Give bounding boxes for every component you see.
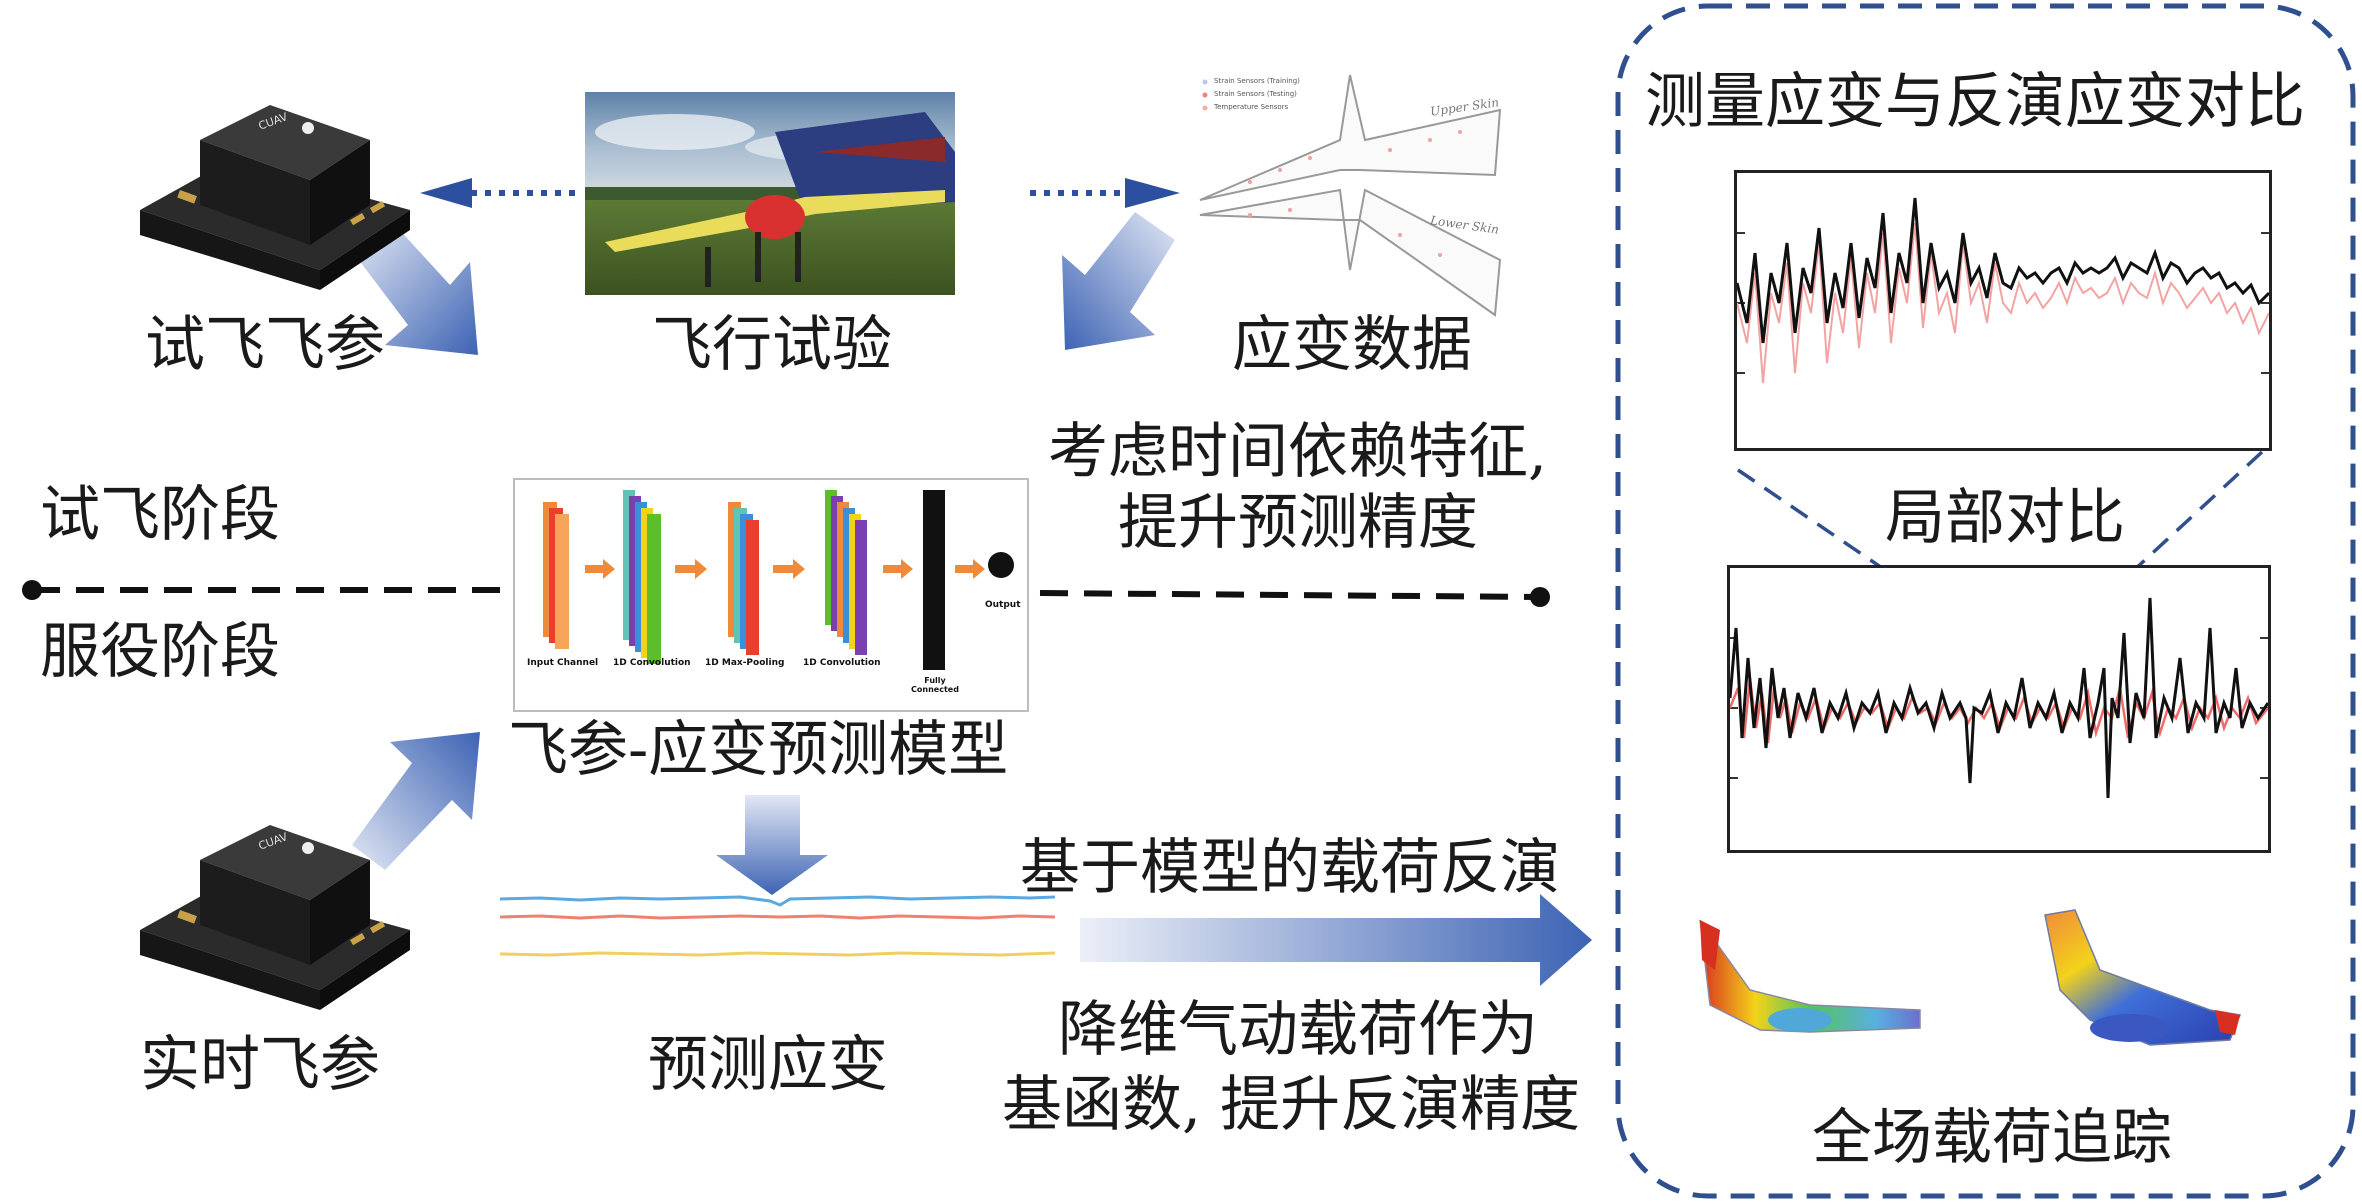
cnn-caption-conv2: 1D Convolution — [803, 658, 881, 668]
legend-training: Strain Sensors (Training) — [1214, 77, 1300, 85]
diag-arrow-strain — [1062, 212, 1175, 350]
flight-controller-icon — [140, 825, 410, 1010]
wing-strain-sketch: Strain Sensors (Training) Strain Sensors… — [1190, 70, 1510, 320]
phase-divider-right — [1039, 590, 1539, 600]
strain-chart-local — [1734, 170, 2272, 451]
zoom-line-right — [2040, 450, 2264, 657]
inverted-strain-local — [1735, 197, 2271, 344]
cnn-caption-output: Output — [985, 600, 1021, 610]
cnn-layers-graphic — [543, 490, 1014, 670]
label-load-inversion: 基于模型的载荷反演 — [1020, 833, 1560, 903]
label-service-phase: 服役阶段 — [40, 617, 280, 687]
label-full-field-tracking: 全场载荷追踪 — [1812, 1103, 2172, 1173]
cnn-caption-conv1: 1D Convolution — [613, 658, 691, 668]
label-strain-data: 应变数据 — [1232, 310, 1472, 380]
label-flight-params-test: 试飞飞参 — [145, 310, 385, 380]
diag-arrow-params — [355, 225, 478, 355]
label-realtime-params: 实时飞参 — [140, 1030, 380, 1100]
signal-red — [499, 914, 1056, 920]
uav-photo — [585, 92, 955, 295]
cnn-model-diagram: Input Channel 1D Convolution 1D Max-Pool… — [513, 478, 1029, 712]
comparison-dashed-frame — [1615, 3, 2356, 1199]
cnn-caption-fc: Fully Connected — [911, 676, 959, 694]
label-flight-test-phase: 试飞阶段 — [40, 480, 280, 550]
strain-chart-full — [1727, 565, 2271, 853]
label-predicted-strain: 预测应变 — [648, 1030, 888, 1100]
predicted-strain-signals — [499, 885, 1056, 965]
cnn-caption-input: Input Channel — [527, 658, 599, 668]
diag-arrow-realtime — [352, 732, 480, 870]
label-flight-test: 飞行试验 — [652, 310, 892, 380]
dotted-arrow-right-head — [1125, 178, 1180, 208]
measured-strain-local — [1736, 222, 2270, 384]
label-prediction-model: 飞参-应变预测模型 — [508, 715, 1009, 785]
flight-controller-top: CUAV — [120, 70, 420, 290]
label-comparison-title: 测量应变与反演应变对比 — [1645, 67, 2305, 137]
dotted-arrow-left-head — [420, 178, 472, 208]
label-reduced-loads-2: 基函数, 提升反演精度 — [1002, 1070, 1581, 1140]
inverted-strain-full — [1728, 597, 2270, 799]
load-contour-right — [2030, 900, 2250, 1060]
label-time-dependency-2: 提升预测精度 — [1118, 488, 1478, 558]
load-contour-left — [1690, 910, 1930, 1060]
legend-testing: Strain Sensors (Testing) — [1214, 90, 1297, 98]
label-time-dependency-1: 考虑时间依赖特征, — [1048, 417, 1548, 487]
signal-yellow — [499, 951, 1056, 957]
label-local-comparison: 局部对比 — [1885, 483, 2125, 553]
legend-temperature: Temperature Sensors — [1214, 103, 1289, 111]
cnn-caption-pool: 1D Max-Pooling — [705, 658, 785, 668]
signal-blue — [499, 895, 1056, 907]
right-arrow-inversion — [1080, 894, 1592, 986]
phase-line-end-dot — [1530, 587, 1550, 607]
flight-controller-bottom: CUAV — [120, 790, 420, 1010]
flight-controller-icon — [140, 105, 410, 290]
label-reduced-loads-1: 降维气动载荷作为 — [1058, 995, 1538, 1065]
down-arrow-model — [716, 795, 828, 895]
